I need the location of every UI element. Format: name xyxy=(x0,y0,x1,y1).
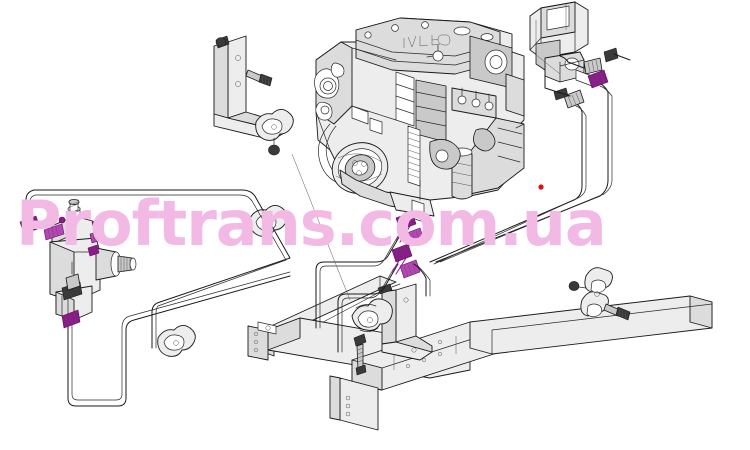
mounting-bracket-left xyxy=(213,35,294,156)
leader-line-pump xyxy=(529,49,561,75)
clamp-bolt-left xyxy=(568,281,587,291)
chassis-frame xyxy=(247,275,713,431)
pipe-clamp-center xyxy=(351,298,393,332)
hydraulic-line-hook-right xyxy=(413,263,431,297)
bracket-bolt-top xyxy=(215,35,230,49)
bracket-bolt-right xyxy=(245,69,273,87)
hydraulic-line-diagonal-left xyxy=(151,257,291,349)
hydraulic-line-return xyxy=(19,189,291,261)
pipe-clamp-left xyxy=(157,325,196,357)
hydraulic-line-high-pressure xyxy=(435,69,613,263)
engine-brand-badge xyxy=(403,34,451,48)
clamp-bolt-bottom xyxy=(268,137,280,156)
mounting-bracket-center xyxy=(351,283,433,376)
leader-line-frame xyxy=(291,153,351,301)
hydraulic-line-low xyxy=(61,261,291,407)
pump-outlet-routing xyxy=(544,47,631,97)
pipe-clamp-upper xyxy=(255,109,294,141)
position-marker-dot xyxy=(538,184,544,190)
engine-block xyxy=(314,17,525,223)
clamp-bolt-right xyxy=(603,303,631,321)
pipe-clamp-double-right xyxy=(568,267,631,321)
hydraulic-line-secondary-right xyxy=(429,87,587,265)
power-steering-pump xyxy=(529,1,593,87)
steering-gear-box xyxy=(49,198,137,321)
hydraulic-line-center-upper xyxy=(315,211,425,329)
bracket-bolt xyxy=(353,333,367,376)
leader-line-engine xyxy=(399,209,433,223)
